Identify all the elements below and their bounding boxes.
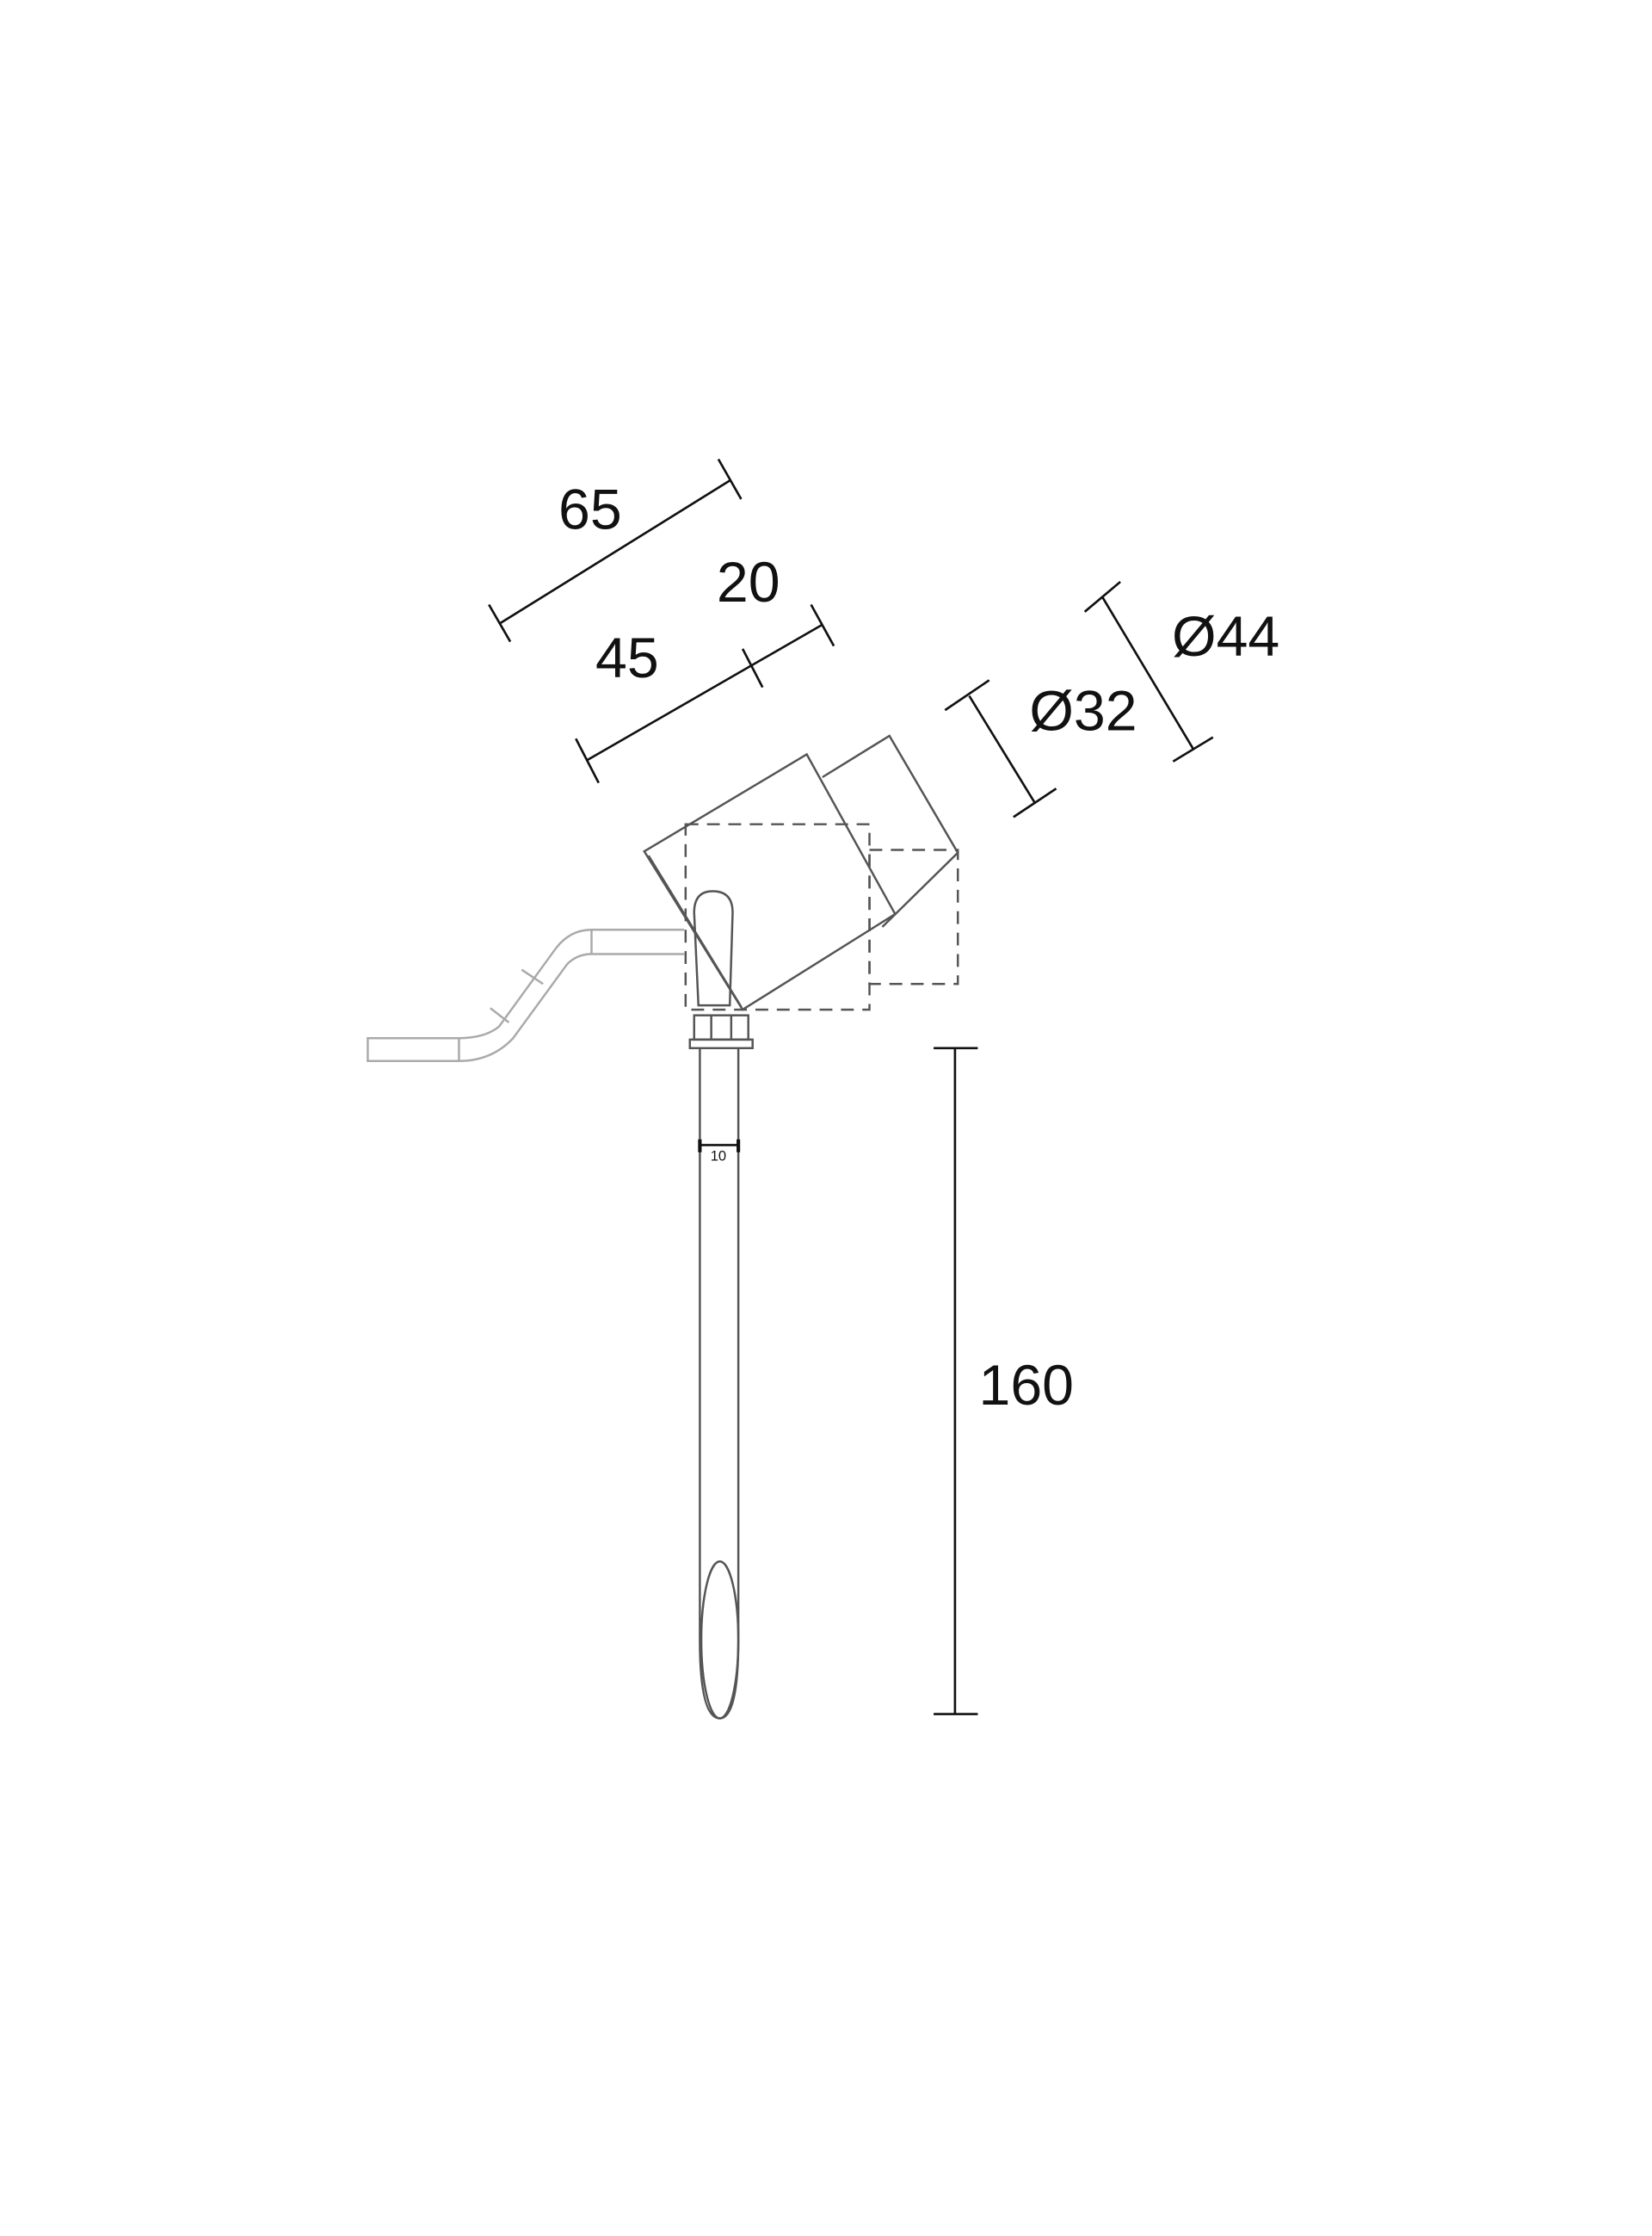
- rotated-position-body: [684, 823, 871, 1011]
- dimension-label-45: 45: [595, 627, 659, 690]
- lamp-head: [643, 734, 959, 1011]
- dimension-d44: Ø44: [1083, 580, 1279, 763]
- ground-stake: 10: [698, 1047, 741, 1720]
- dimension-45-20: 45 20: [575, 551, 835, 784]
- dimension-label-20: 20: [717, 551, 780, 615]
- hex-nut: [688, 1014, 754, 1050]
- cable: [367, 929, 685, 1062]
- dimension-label-d32: Ø32: [1029, 679, 1137, 743]
- pivot-bracket: [693, 890, 734, 1007]
- lamp-front: [822, 734, 959, 928]
- rotated-position-front: [868, 849, 959, 985]
- dimension-160: 160: [934, 1047, 1074, 1715]
- dimension-65: 65: [488, 458, 743, 643]
- dimension-label-d44: Ø44: [1172, 605, 1279, 669]
- dimension-label-10: 10: [711, 1148, 726, 1164]
- dimension-d32: Ø32: [944, 679, 1137, 818]
- dimension-label-65: 65: [558, 479, 622, 542]
- lamp-body: [643, 752, 897, 1011]
- dimension-label-160: 160: [978, 1354, 1074, 1418]
